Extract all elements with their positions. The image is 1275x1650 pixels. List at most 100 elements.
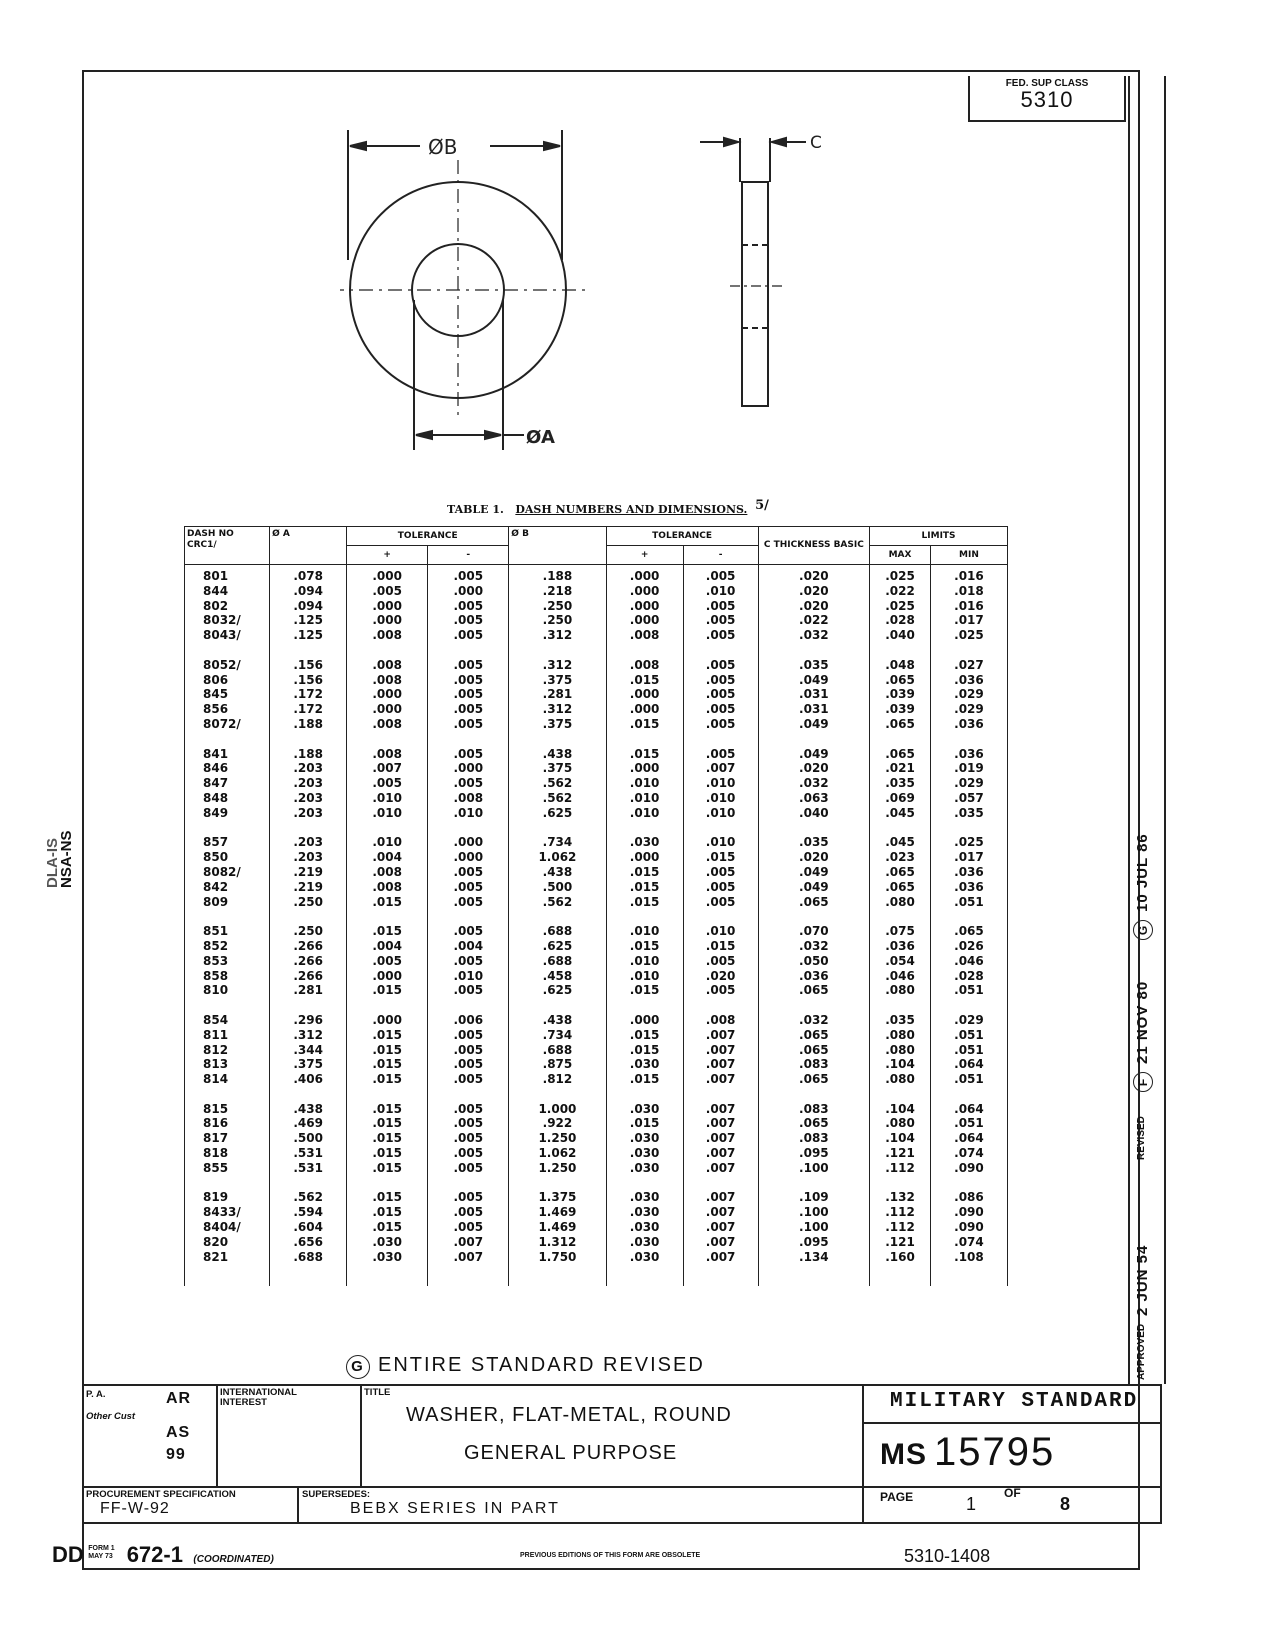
table-cell: .312 [508, 702, 607, 717]
spacer-cell [757, 909, 871, 925]
dash-number-cell: 819 [183, 1190, 271, 1206]
table-cell: .005 [682, 564, 759, 584]
dash-number-cell: 811 [183, 1027, 271, 1043]
table-cell: .000 [346, 1012, 429, 1028]
table-cell: .030 [605, 1131, 684, 1147]
table-cell: .005 [427, 716, 510, 732]
spacer-cell [929, 731, 1009, 747]
table-cell: .007 [682, 761, 759, 777]
dash-number-cell: 844 [183, 583, 271, 599]
table-cell: .000 [605, 761, 684, 777]
table-cell: .005 [427, 746, 510, 762]
spacer-cell [869, 909, 931, 925]
dash-number-cell: 853 [183, 953, 271, 969]
table-cell: .005 [427, 894, 510, 910]
dash-number-cell: 801 [183, 564, 271, 584]
left-margin-line2: NSA-NS [58, 830, 75, 888]
table-cell: .015 [346, 1116, 429, 1132]
table-cell: .015 [605, 938, 684, 954]
title-line2: GENERAL PURPOSE [464, 1442, 678, 1464]
table-cell: .008 [682, 1012, 759, 1028]
group-spacer [183, 909, 1009, 925]
header-dia-a: Ø A [269, 526, 348, 565]
spacer-cell [508, 1175, 607, 1191]
table-cell: .005 [682, 613, 759, 629]
table-cell: .219 [269, 879, 348, 895]
other-cust-value-1: AS [166, 1424, 191, 1441]
table-cell: .010 [605, 805, 684, 821]
table-cell: .010 [682, 790, 759, 806]
table-cell: .203 [269, 790, 348, 806]
table-cell: .045 [869, 835, 931, 851]
title-block-bottom-line [82, 1522, 1162, 1524]
table-cell: .203 [269, 850, 348, 865]
spacer-cell [183, 642, 271, 658]
table-cell: .025 [929, 835, 1009, 851]
spacer-cell [869, 1264, 931, 1287]
table-cell: .036 [929, 746, 1009, 762]
spacer-cell [346, 820, 429, 836]
table-cell: .008 [346, 628, 429, 643]
spacer-cell [508, 731, 607, 747]
washer-drawing: ØB ØA C [340, 130, 822, 450]
table-cell: .065 [757, 983, 871, 999]
table-cell: .006 [427, 1012, 510, 1028]
spacer-cell [757, 731, 871, 747]
table-cell: .015 [346, 1205, 429, 1221]
dim-a-label: ØA [526, 427, 555, 448]
table-cell: .000 [605, 702, 684, 717]
header-dia-b: Ø B [508, 526, 607, 565]
group-spacer [183, 1175, 1009, 1191]
revision-note-text: ENTIRE STANDARD REVISED [378, 1354, 705, 1376]
table-cell: .074 [929, 1234, 1009, 1250]
table-cell: .203 [269, 776, 348, 791]
table-cell: .000 [605, 687, 684, 703]
intl-interest-label: INTERNATIONAL INTEREST [220, 1387, 297, 1408]
dash-number-cell: 856 [183, 702, 271, 717]
table-cell: .020 [757, 850, 871, 865]
table-cell: .075 [869, 924, 931, 939]
table-cell: .015 [346, 894, 429, 910]
ms-number: 15795 [934, 1430, 1056, 1474]
table-cell: .030 [605, 835, 684, 851]
table-cell: .005 [427, 1101, 510, 1117]
table-cell: .594 [269, 1205, 348, 1221]
table-cell: .010 [682, 924, 759, 939]
spacer-cell [269, 731, 348, 747]
table-cell: .015 [605, 879, 684, 895]
spacer-cell [929, 820, 1009, 836]
table-cell: .112 [869, 1205, 931, 1221]
fed-sup-class-box: FED. SUP CLASS 5310 [968, 76, 1126, 122]
table-cell: .008 [346, 879, 429, 895]
table-cell: .039 [869, 687, 931, 703]
rev-g-circle: G [1133, 920, 1153, 940]
header-tolerance-a: TOLERANCE [346, 526, 510, 546]
spacer-cell [929, 998, 1009, 1013]
dash-number-cell: 858 [183, 968, 271, 984]
table-cell: .015 [346, 1220, 429, 1235]
dash-number-cell: 842 [183, 879, 271, 895]
dash-number-cell: 841 [183, 746, 271, 762]
table-cell: .063 [757, 790, 871, 806]
table-cell: .005 [427, 924, 510, 939]
dash-number-cell: 810 [183, 983, 271, 999]
table-cell: .015 [682, 850, 759, 865]
spacer-cell [929, 1175, 1009, 1191]
dim-c-label: C [810, 133, 822, 153]
spacer-cell [682, 1086, 759, 1102]
table-cell: .008 [346, 672, 429, 688]
table-cell: .005 [682, 628, 759, 643]
table-cell: .005 [427, 776, 510, 791]
table-cell: .030 [346, 1234, 429, 1250]
supersedes-value: BEBX SERIES IN PART [350, 1500, 560, 1517]
header-tolerance-b: TOLERANCE [605, 526, 759, 546]
table-cell: .625 [508, 805, 607, 821]
table-cell: .008 [427, 790, 510, 806]
spacer-cell [269, 1086, 348, 1102]
table-row: 813.375.015.005.875.030.007.083.104.064 [183, 1057, 1009, 1073]
table-cell: .005 [346, 776, 429, 791]
spacer-cell [346, 1086, 429, 1102]
table-title-note: 5/ [755, 498, 769, 513]
dash-number-cell: 855 [183, 1160, 271, 1176]
